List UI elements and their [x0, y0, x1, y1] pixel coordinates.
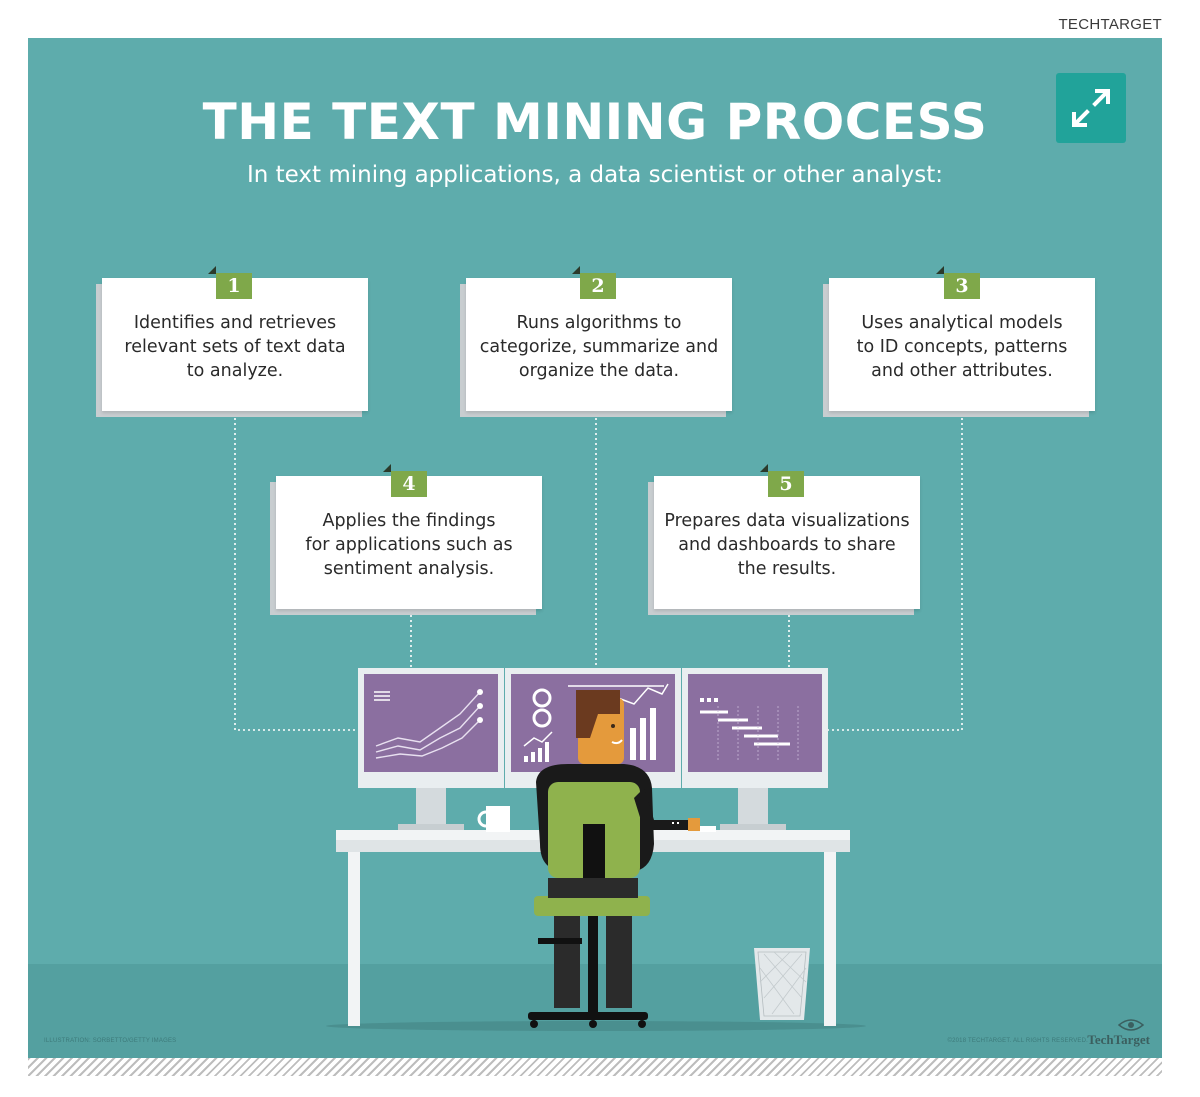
right-monitor — [682, 668, 828, 831]
coffee-mug — [477, 806, 510, 832]
step-card-2: Runs algorithms to categorize, summarize… — [466, 278, 732, 411]
step-card-4: Applies the findings for applications su… — [276, 476, 542, 609]
infographic-title: THE TEXT MINING PROCESS — [202, 93, 988, 151]
expand-button[interactable] — [1056, 73, 1126, 143]
waste-basket — [754, 948, 810, 1020]
tab-fold — [383, 464, 391, 472]
step-number-4: 4 — [391, 471, 427, 497]
step-text-2: Runs algorithms to categorize, summarize… — [479, 313, 719, 381]
left-monitor — [358, 668, 504, 831]
step-text-4: Applies the findings for applications su… — [305, 511, 513, 579]
illustration-credit: ILLUSTRATION: SORBETTO/GETTY IMAGES — [44, 1038, 177, 1044]
analyst-figure — [528, 690, 716, 1028]
infographic-subtitle: In text mining applications, a data scie… — [246, 162, 944, 188]
step-card-5: Prepares data visualizations and dashboa… — [654, 476, 920, 609]
tab-fold — [572, 266, 580, 274]
tab-fold — [936, 266, 944, 274]
analyst-workstation-illustration — [326, 668, 866, 1031]
tab-fold — [208, 266, 216, 274]
step-number-5: 5 — [768, 471, 804, 497]
eye-logo-icon — [1118, 1019, 1144, 1031]
step-text-3: Uses analytical models to ID concepts, p… — [856, 313, 1068, 381]
infographic-panel: THE TEXT MINING PROCESS In text mining a… — [28, 38, 1162, 1058]
step-card-3: Uses analytical models to ID concepts, p… — [829, 278, 1095, 411]
copyright-notice: ©2018 TECHTARGET. ALL RIGHTS RESERVED. — [947, 1038, 1088, 1044]
expand-arrows-icon — [1072, 89, 1110, 127]
connector-lines — [234, 413, 963, 731]
step-number-2: 2 — [580, 273, 616, 299]
step-text-5: Prepares data visualizations and dashboa… — [664, 511, 910, 579]
step-number-1: 1 — [216, 273, 252, 299]
step-text-1: Identifies and retrieves relevant sets o… — [124, 313, 346, 381]
brand-label: TECHTARGET — [1058, 16, 1162, 33]
step-card-1: Identifies and retrieves relevant sets o… — [102, 278, 368, 411]
tab-fold — [760, 464, 768, 472]
techtarget-logo: TechTarget — [1087, 1032, 1150, 1047]
step-number-3: 3 — [944, 273, 980, 299]
hatched-border — [28, 1058, 1162, 1076]
